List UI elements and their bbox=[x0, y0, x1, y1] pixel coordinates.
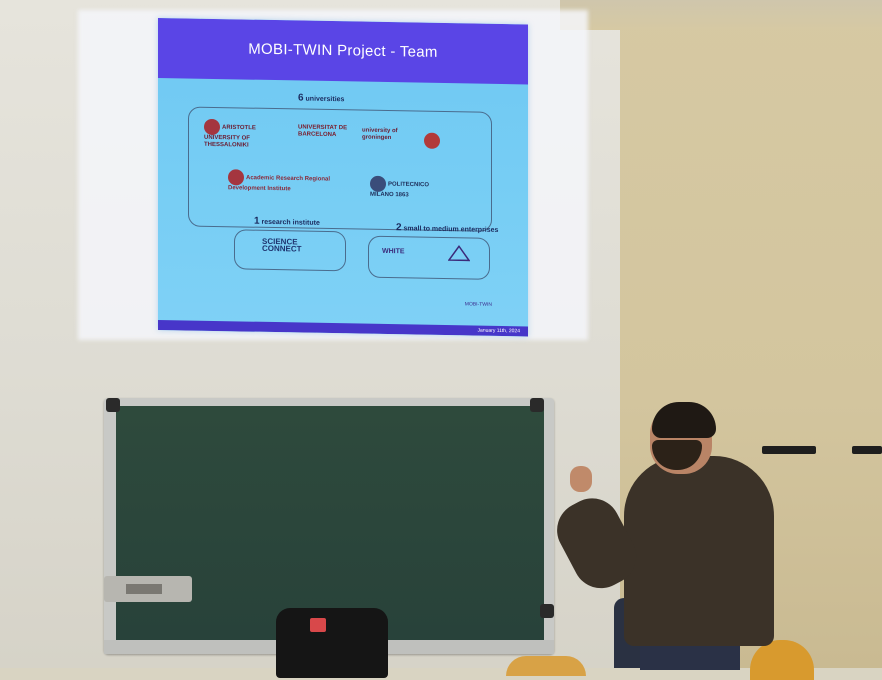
triangle-partner-logo bbox=[447, 244, 472, 263]
aristotle-logo: ARISTOTLE UNIVERSITY OF THESSALONIKI bbox=[204, 118, 278, 150]
footer-date: January 11th, 2024 bbox=[477, 327, 520, 335]
slide-title: MOBI-TWIN Project - Team bbox=[158, 18, 528, 85]
sme-label: 2 small to medium enterprises bbox=[396, 222, 499, 234]
blackboard bbox=[116, 406, 544, 642]
person-hoodie bbox=[624, 456, 774, 646]
polimi-logo: POLITECNICO MILANO 1863 bbox=[370, 175, 430, 200]
mobi-twin-logo: MOBI-TWIN bbox=[464, 301, 492, 308]
board-corner bbox=[106, 398, 120, 412]
eagle-icon bbox=[424, 132, 440, 149]
groningen-logo: university of groningen bbox=[362, 127, 398, 142]
ceiling bbox=[560, 0, 882, 30]
pointing-hand bbox=[570, 466, 592, 492]
science-connect-logo: SCIENCE CONNECT bbox=[262, 236, 302, 254]
person-hair bbox=[652, 402, 716, 438]
arde-logo: Academic Research Regional Development I… bbox=[228, 169, 332, 194]
barcelona-logo: UNIVERSITAT DE BARCELONA bbox=[298, 124, 348, 139]
yellow-chair bbox=[506, 656, 586, 676]
document-camera bbox=[104, 576, 192, 602]
research-institute-label: 1 research institute bbox=[254, 215, 320, 227]
partner-eagle-logo bbox=[424, 132, 444, 149]
projected-slide: MOBI-TWIN Project - Team 6 universities … bbox=[158, 18, 528, 337]
coat-hooks bbox=[852, 446, 882, 454]
white-logo: WHITE bbox=[382, 247, 405, 256]
board-corner bbox=[530, 398, 544, 412]
board-corner bbox=[540, 604, 554, 618]
triangle-icon bbox=[447, 244, 471, 262]
chair-tag bbox=[310, 618, 326, 632]
coat-hooks bbox=[762, 446, 816, 454]
universities-label: 6 universities bbox=[298, 92, 345, 104]
polimi-seal-icon bbox=[370, 175, 386, 192]
aristotle-seal-icon bbox=[204, 118, 220, 136]
arde-seal-icon bbox=[228, 169, 244, 186]
office-chair bbox=[276, 608, 388, 678]
